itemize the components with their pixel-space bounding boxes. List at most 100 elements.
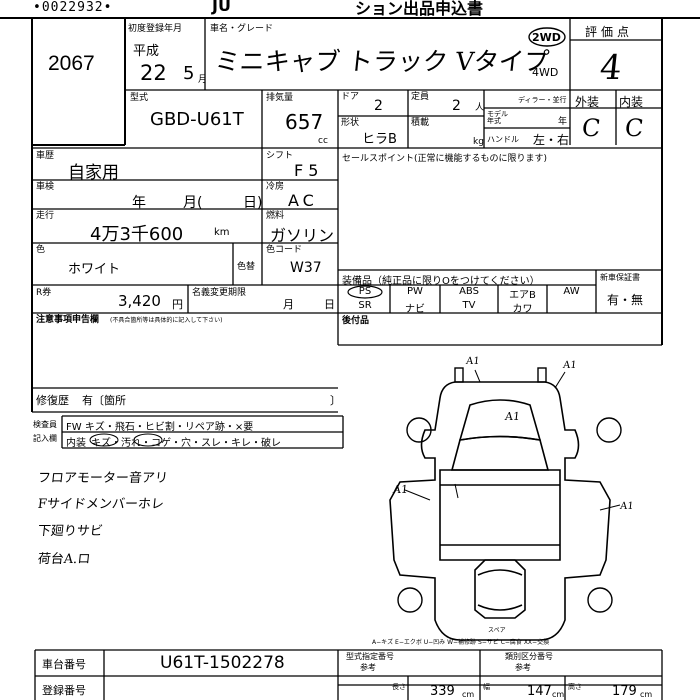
yogore-circle (133, 433, 163, 447)
notes-hint: (不具合箇所等は具体的に記入して下さい) (110, 317, 223, 324)
grade-score: 4 (597, 48, 624, 88)
chassis-value: U61T-1502278 (160, 653, 285, 673)
diagram-mark: A1 (465, 356, 481, 367)
fuel-label: 燃料 (266, 211, 285, 221)
equipment-airbag: エアB (509, 290, 536, 301)
dealer-label: ディラー・並行 (518, 96, 567, 104)
registration-label: 初度登録年月 (128, 24, 183, 34)
repair-value: 有〔箇所 (82, 394, 126, 407)
class-label: 類別区分番号 (505, 652, 553, 661)
model-year-unit: 年 (558, 117, 568, 127)
mileage-unit: km (214, 227, 230, 238)
inspector-row-2: キズ・汚れ・コゲ・穴・スレ・キレ・破レ (91, 438, 281, 449)
capacity-unit: 人 (475, 103, 485, 113)
inspector-row-2-prefix: 内装 (66, 438, 86, 449)
length-value: 339 (430, 684, 455, 699)
height-value: 179 (612, 684, 637, 699)
ac-label: 冷房 (266, 182, 285, 192)
grade-interior: C (623, 114, 645, 142)
inspection-month-unit: 月( (183, 195, 203, 211)
equipment-navi: ナビ (405, 304, 425, 315)
new-sticker-label: 新車保証書 (600, 273, 640, 282)
load-label: 積載 (411, 118, 430, 128)
class-ref: 参考 (515, 663, 531, 672)
chassis-label: 車台番号 (42, 658, 86, 671)
repair-close: 〕 (330, 394, 341, 407)
accessories-label: 後付品 (342, 316, 370, 326)
doors-label: ドア (341, 92, 360, 102)
handwritten-note: 下廻りサビ (37, 524, 104, 539)
car-diagram (389, 381, 611, 641)
shift-label: シフト (266, 151, 294, 161)
equipment-ps: PS (358, 286, 372, 297)
lot-number: 2067 (48, 52, 95, 75)
color-change-label: 色替 (237, 262, 256, 272)
displacement-value: 657 (285, 110, 324, 134)
recycle-notice-label: 名義変更期限 (192, 288, 247, 298)
ps-circle (347, 285, 383, 299)
handwritten-note: 荷台A.ロ (37, 552, 92, 567)
grade-exterior: C (580, 114, 602, 142)
inspection-year-unit: 年 (132, 195, 146, 211)
color-code-label: 色コード (266, 245, 303, 255)
recycle-month-unit: 月 (283, 298, 294, 311)
equipment-tv: TV (462, 300, 476, 311)
model-label: 型式 (130, 93, 149, 103)
repair-label: 修復歴 (36, 394, 69, 407)
reg-mark-label: 型式指定番号 (346, 652, 394, 661)
doors-value: 2 (374, 98, 383, 114)
diagram-mark: A1 (504, 410, 521, 423)
capacity-value: 2 (452, 98, 461, 114)
color-value: ホワイト (68, 262, 121, 277)
capacity-label: 定員 (411, 92, 430, 102)
recycle-label: R券 (36, 288, 52, 298)
equipment-pw: PW (407, 286, 423, 297)
grade-interior-label: 内装 (619, 95, 644, 109)
diagram-mark: A1 (619, 501, 635, 512)
registration-month-unit: 月 (198, 75, 208, 85)
grade-label: 評価点 (585, 25, 634, 39)
height-unit: cm (640, 690, 653, 699)
drive-2wd: 2WD (532, 31, 561, 44)
color-label: 色 (36, 245, 46, 255)
registration-year: 22 (140, 61, 167, 85)
diagram-mark: A1 (392, 483, 409, 496)
recycle-unit: 円 (172, 298, 183, 311)
registration-month: 5 (183, 63, 195, 84)
handle-label: ハンドル (487, 135, 519, 144)
kizu-circle (89, 433, 119, 447)
handle-value: 左・右 (533, 133, 570, 147)
form-serial: •0022932• (33, 0, 113, 15)
form-title: ション出品申込書 (355, 0, 484, 18)
shift-value: F5 (294, 161, 324, 180)
equipment-label: 装備品（純正品に限りOをつけてください） (342, 276, 540, 287)
notes-label: 注意事項申告欄 (36, 315, 100, 325)
recycle-day-unit: 日 (324, 298, 335, 311)
width-unit: cm (552, 690, 565, 699)
usage-value: 自家用 (68, 163, 119, 183)
inspection-label: 車検 (36, 182, 55, 192)
inspector-label-1: 検査員 (33, 420, 57, 429)
registration-era: 平成 (133, 44, 160, 59)
damage-legend: A−キズ E−エクボ U−凹み W−補修跡 S−サビ C−腐食 XX−交換 (372, 639, 550, 646)
form-title-fragment: JU (212, 0, 231, 15)
diagram-mark: A1 (562, 360, 578, 371)
handwritten-note: フロアモーター音アリ (37, 471, 169, 486)
new-sticker-value: 有・無 (607, 293, 644, 307)
reg-mark-ref: 参考 (360, 663, 376, 672)
length-unit: cm (462, 690, 475, 699)
mileage-label: 走行 (36, 211, 55, 221)
inspector-row-1: FW キズ・飛石・ヒビ割・リペア跡・×要 (66, 422, 254, 433)
inspection-day-unit: 日) (243, 195, 263, 211)
width-value: 147 (527, 684, 552, 699)
vehicle-name: ミニキャブ トラック Vタイプ (213, 47, 551, 76)
displacement-unit: cc (318, 136, 328, 146)
model-value: GBD-U61T (150, 109, 244, 130)
sales-point-label: セールスポイント(正常に機能するものに限ります) (342, 154, 548, 164)
width-label: 幅 (483, 683, 490, 691)
shape-value: ヒラB (362, 132, 397, 147)
model-year-label: モデル年式 (487, 110, 508, 125)
equipment-abs: ABS (459, 286, 479, 297)
load-unit: kg (473, 137, 484, 147)
